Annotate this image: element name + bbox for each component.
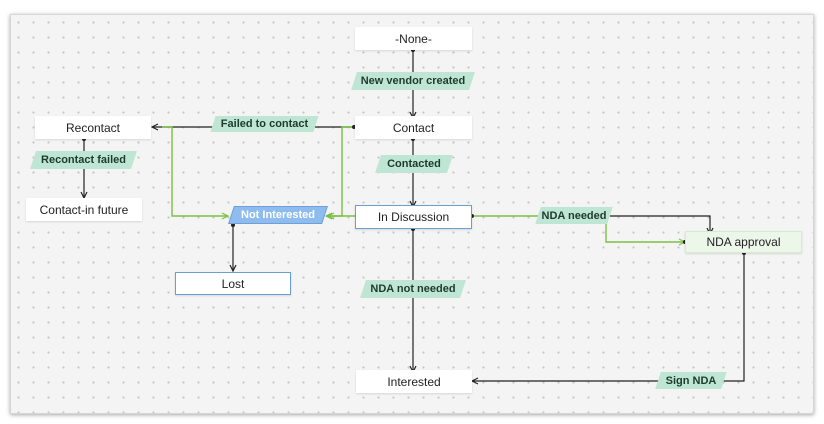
state-label-lost: Lost	[221, 276, 245, 291]
edge-contact-notinterested	[326, 126, 352, 216]
state-node-lost[interactable]: Lost	[175, 272, 291, 295]
transition-label-new-vendor-created: New vendor created	[360, 75, 466, 87]
transition-label-nda-not-needed: NDA not needed	[370, 283, 456, 295]
state-label-contact-in-future: Contact-in future	[39, 202, 129, 217]
transition-contacted[interactable]: Contacted	[375, 155, 453, 173]
transition-label-not-interested: Not Interested	[241, 209, 315, 221]
transition-failed-to-contact[interactable]: Failed to contact	[210, 116, 319, 132]
transition-nda-not-needed[interactable]: NDA not needed	[360, 280, 466, 298]
state-node-in-discussion[interactable]: In Discussion	[355, 205, 472, 229]
transition-label-failed-to-contact: Failed to contact	[220, 118, 309, 130]
transition-sign-nda[interactable]: Sign NDA	[655, 372, 727, 389]
transition-new-vendor-created[interactable]: New vendor created	[351, 72, 475, 90]
state-node-recontact[interactable]: Recontact	[35, 116, 151, 139]
state-node-nda-approval[interactable]: NDA approval	[685, 231, 802, 253]
state-node-contact[interactable]: Contact	[355, 116, 472, 139]
transition-label-contacted: Contacted	[387, 158, 441, 170]
state-label-in-discussion: In Discussion	[377, 210, 450, 224]
state-label-contact: Contact	[392, 120, 435, 135]
state-label-recontact: Recontact	[65, 120, 121, 135]
edge-ndaapproval-interested	[472, 253, 745, 381]
edge-recontact-notinterested	[162, 126, 228, 216]
transition-label-nda-needed: NDA needed	[541, 209, 607, 222]
state-label-none: -None-	[395, 31, 432, 46]
dot-notinterested-bottom	[231, 223, 235, 227]
state-node-interested[interactable]: Interested	[356, 370, 472, 393]
state-node-none[interactable]: -None-	[355, 27, 472, 50]
transition-label-recontact-failed: Recontact failed	[41, 154, 126, 166]
edge-indiscussion-ndaapproval	[610, 215, 710, 234]
state-label-interested: Interested	[387, 374, 441, 389]
state-node-contact-in-future[interactable]: Contact-in future	[26, 198, 142, 221]
transition-label-sign-nda: Sign NDA	[665, 374, 717, 387]
transition-not-interested[interactable]: Not Interested	[228, 206, 328, 224]
edge-ndaneeded-ndaapproval-green	[605, 221, 685, 242]
state-label-nda-approval: NDA approval	[706, 235, 781, 249]
transition-recontact-failed[interactable]: Recontact failed	[30, 151, 137, 169]
transition-nda-needed[interactable]: NDA needed	[535, 207, 613, 224]
